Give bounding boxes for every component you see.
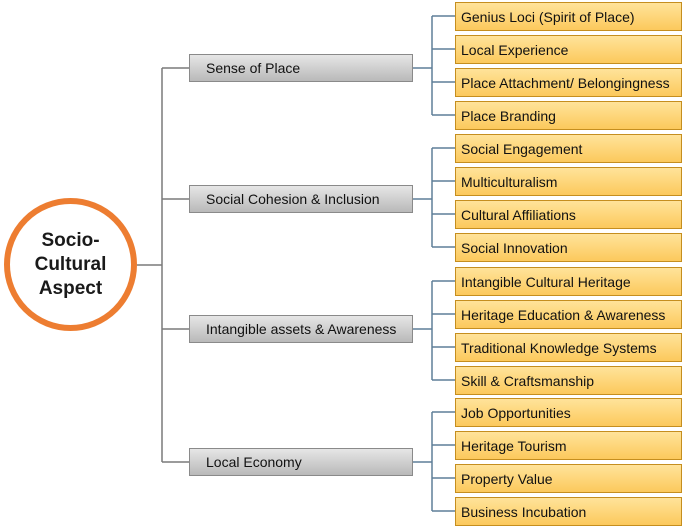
leaf-node-label: Business Incubation xyxy=(461,503,587,520)
leaf-node-property-value: Property Value xyxy=(455,464,682,493)
leaf-node-label: Place Attachment/ Belongingness xyxy=(461,74,670,91)
branch-node-label: Intangible assets & Awareness xyxy=(206,321,397,337)
branch-node-label: Local Economy xyxy=(206,454,302,470)
leaf-node-genius-loci: Genius Loci (Spirit of Place) xyxy=(455,2,682,31)
leaf-node-label: Social Innovation xyxy=(461,239,568,256)
leaf-node-label: Job Opportunities xyxy=(461,404,571,421)
leaf-node-traditional-knowledge: Traditional Knowledge Systems xyxy=(455,333,682,362)
leaf-node-label: Heritage Tourism xyxy=(461,437,567,454)
leaf-node-label: Intangible Cultural Heritage xyxy=(461,273,631,290)
root-node: Socio- Cultural Aspect xyxy=(4,198,137,331)
leaf-node-label: Multiculturalism xyxy=(461,173,558,190)
leaf-node-heritage-education: Heritage Education & Awareness xyxy=(455,300,682,329)
branch-node-sense-of-place: Sense of Place xyxy=(189,54,413,82)
leaf-node-local-experience: Local Experience xyxy=(455,35,682,64)
leaf-node-place-branding: Place Branding xyxy=(455,101,682,130)
branch-node-social-cohesion: Social Cohesion & Inclusion xyxy=(189,185,413,213)
branch-node-label: Sense of Place xyxy=(206,60,301,76)
leaf-node-label: Skill & Craftsmanship xyxy=(461,372,595,389)
leaf-node-label: Place Branding xyxy=(461,107,556,124)
branch-node-label: Social Cohesion & Inclusion xyxy=(206,191,380,207)
leaf-node-multiculturalism: Multiculturalism xyxy=(455,167,682,196)
leaf-node-label: Cultural Affiliations xyxy=(461,206,576,223)
leaf-node-place-attachment: Place Attachment/ Belongingness xyxy=(455,68,682,97)
leaf-node-business-incubation: Business Incubation xyxy=(455,497,682,526)
leaf-node-social-engagement: Social Engagement xyxy=(455,134,682,163)
leaf-node-social-innovation: Social Innovation xyxy=(455,233,682,262)
root-node-label: Socio- Cultural Aspect xyxy=(34,229,107,299)
leaf-node-cultural-affiliations: Cultural Affiliations xyxy=(455,200,682,229)
leaf-node-skill-craftsmanship: Skill & Craftsmanship xyxy=(455,366,682,395)
leaf-node-job-opportunities: Job Opportunities xyxy=(455,398,682,427)
leaf-node-label: Property Value xyxy=(461,470,553,487)
leaf-node-intangible-cultural-heritage: Intangible Cultural Heritage xyxy=(455,267,682,296)
leaf-node-label: Social Engagement xyxy=(461,140,583,157)
branch-node-local-economy: Local Economy xyxy=(189,448,413,476)
leaf-node-label: Genius Loci (Spirit of Place) xyxy=(461,8,635,25)
leaf-node-heritage-tourism: Heritage Tourism xyxy=(455,431,682,460)
leaf-node-label: Heritage Education & Awareness xyxy=(461,306,666,323)
branch-node-intangible-assets: Intangible assets & Awareness xyxy=(189,315,413,343)
leaf-node-label: Traditional Knowledge Systems xyxy=(461,339,657,356)
leaf-node-label: Local Experience xyxy=(461,41,569,58)
